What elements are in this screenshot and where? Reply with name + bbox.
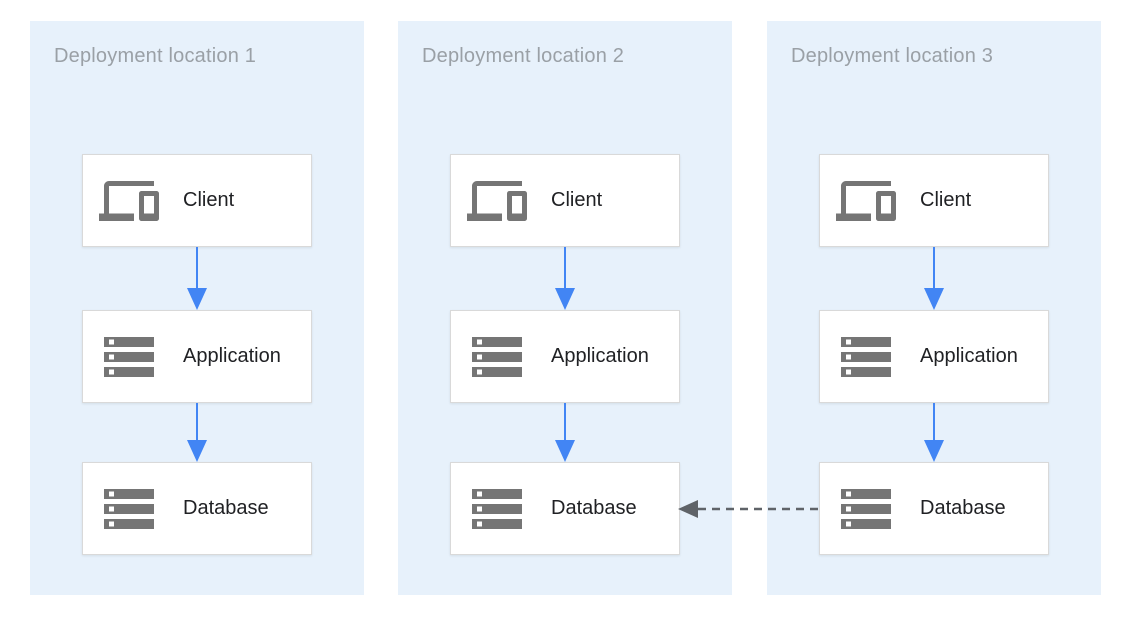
arrow-head [924, 288, 944, 310]
node-database: Database [450, 462, 680, 555]
arrow-shaft [195, 247, 199, 290]
node-label: Database [551, 497, 637, 519]
node-label: Application [920, 345, 1018, 367]
node-label: Application [183, 345, 281, 367]
flow-arrow-application-to-database [555, 403, 575, 462]
node-label: Client [551, 189, 603, 211]
replication-arrow-db3-to-db2 [678, 500, 819, 518]
flow-arrow-client-to-application [924, 247, 944, 310]
arrow-shaft [563, 403, 567, 442]
flow-arrow-application-to-database [187, 403, 207, 462]
panel-title: Deployment location 2 [422, 45, 625, 67]
arrow-head [555, 288, 575, 310]
arrow-shaft [932, 403, 936, 442]
node-application: Application [82, 310, 312, 403]
server-stack-icon [99, 479, 159, 539]
panel-deployment-location-1: Deployment location 1 Client Application… [30, 21, 364, 595]
node-label: Database [183, 497, 269, 519]
node-client: Client [82, 154, 312, 247]
node-database: Database [819, 462, 1049, 555]
panel-title: Deployment location 1 [54, 45, 257, 67]
arrow-head [924, 440, 944, 462]
server-stack-icon [836, 479, 896, 539]
flow-arrow-client-to-application [187, 247, 207, 310]
arrow-head [555, 440, 575, 462]
devices-icon [99, 171, 159, 231]
arrow-shaft [563, 247, 567, 290]
node-label: Database [920, 497, 1006, 519]
arrow-head [187, 288, 207, 310]
node-application: Application [819, 310, 1049, 403]
server-stack-icon [467, 327, 527, 387]
node-client: Client [450, 154, 680, 247]
server-stack-icon [467, 479, 527, 539]
devices-icon [467, 171, 527, 231]
flow-arrow-client-to-application [555, 247, 575, 310]
arrow-head [187, 440, 207, 462]
arrow-head [678, 500, 698, 518]
flow-arrow-application-to-database [924, 403, 944, 462]
node-application: Application [450, 310, 680, 403]
node-client: Client [819, 154, 1049, 247]
server-stack-icon [836, 327, 896, 387]
panel-deployment-location-2: Deployment location 2 Client Application… [398, 21, 732, 595]
arrow-shaft [932, 247, 936, 290]
panel-deployment-location-3: Deployment location 3 Client Application… [767, 21, 1101, 595]
arrow-shaft [195, 403, 199, 442]
node-label: Client [183, 189, 235, 211]
node-label: Client [920, 189, 972, 211]
panel-title: Deployment location 3 [791, 45, 994, 67]
node-label: Application [551, 345, 649, 367]
node-database: Database [82, 462, 312, 555]
server-stack-icon [99, 327, 159, 387]
devices-icon [836, 171, 896, 231]
